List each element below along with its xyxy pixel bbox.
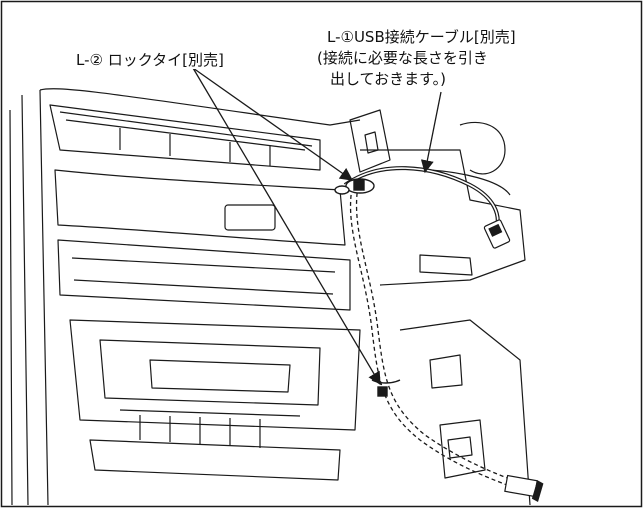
cable-callout-line-3: 出しておきます。): [329, 70, 447, 88]
lock-tie-lower: [371, 379, 401, 397]
leader-lines: [192, 67, 442, 386]
cable-callout-line-2: (接続に必要な長さを引き: [316, 49, 489, 67]
lock-tie-upper: [334, 178, 375, 195]
dashboard-drawing: [9, 88, 531, 506]
lock-tie-callout: L-② ロックタイ[別売]: [75, 51, 225, 69]
cable-route-hidden: [349, 185, 519, 489]
cable-callout-line-1: L-①USB接続ケーブル[別売]: [326, 28, 517, 46]
usb-connector-top: [483, 219, 511, 249]
usb-connector-bottom: [504, 474, 544, 502]
cable-leader-arrow: [420, 91, 442, 174]
usb-cable: [343, 166, 500, 229]
tie-leader-lower: [192, 67, 381, 386]
tie-leader-upper: [192, 67, 354, 181]
